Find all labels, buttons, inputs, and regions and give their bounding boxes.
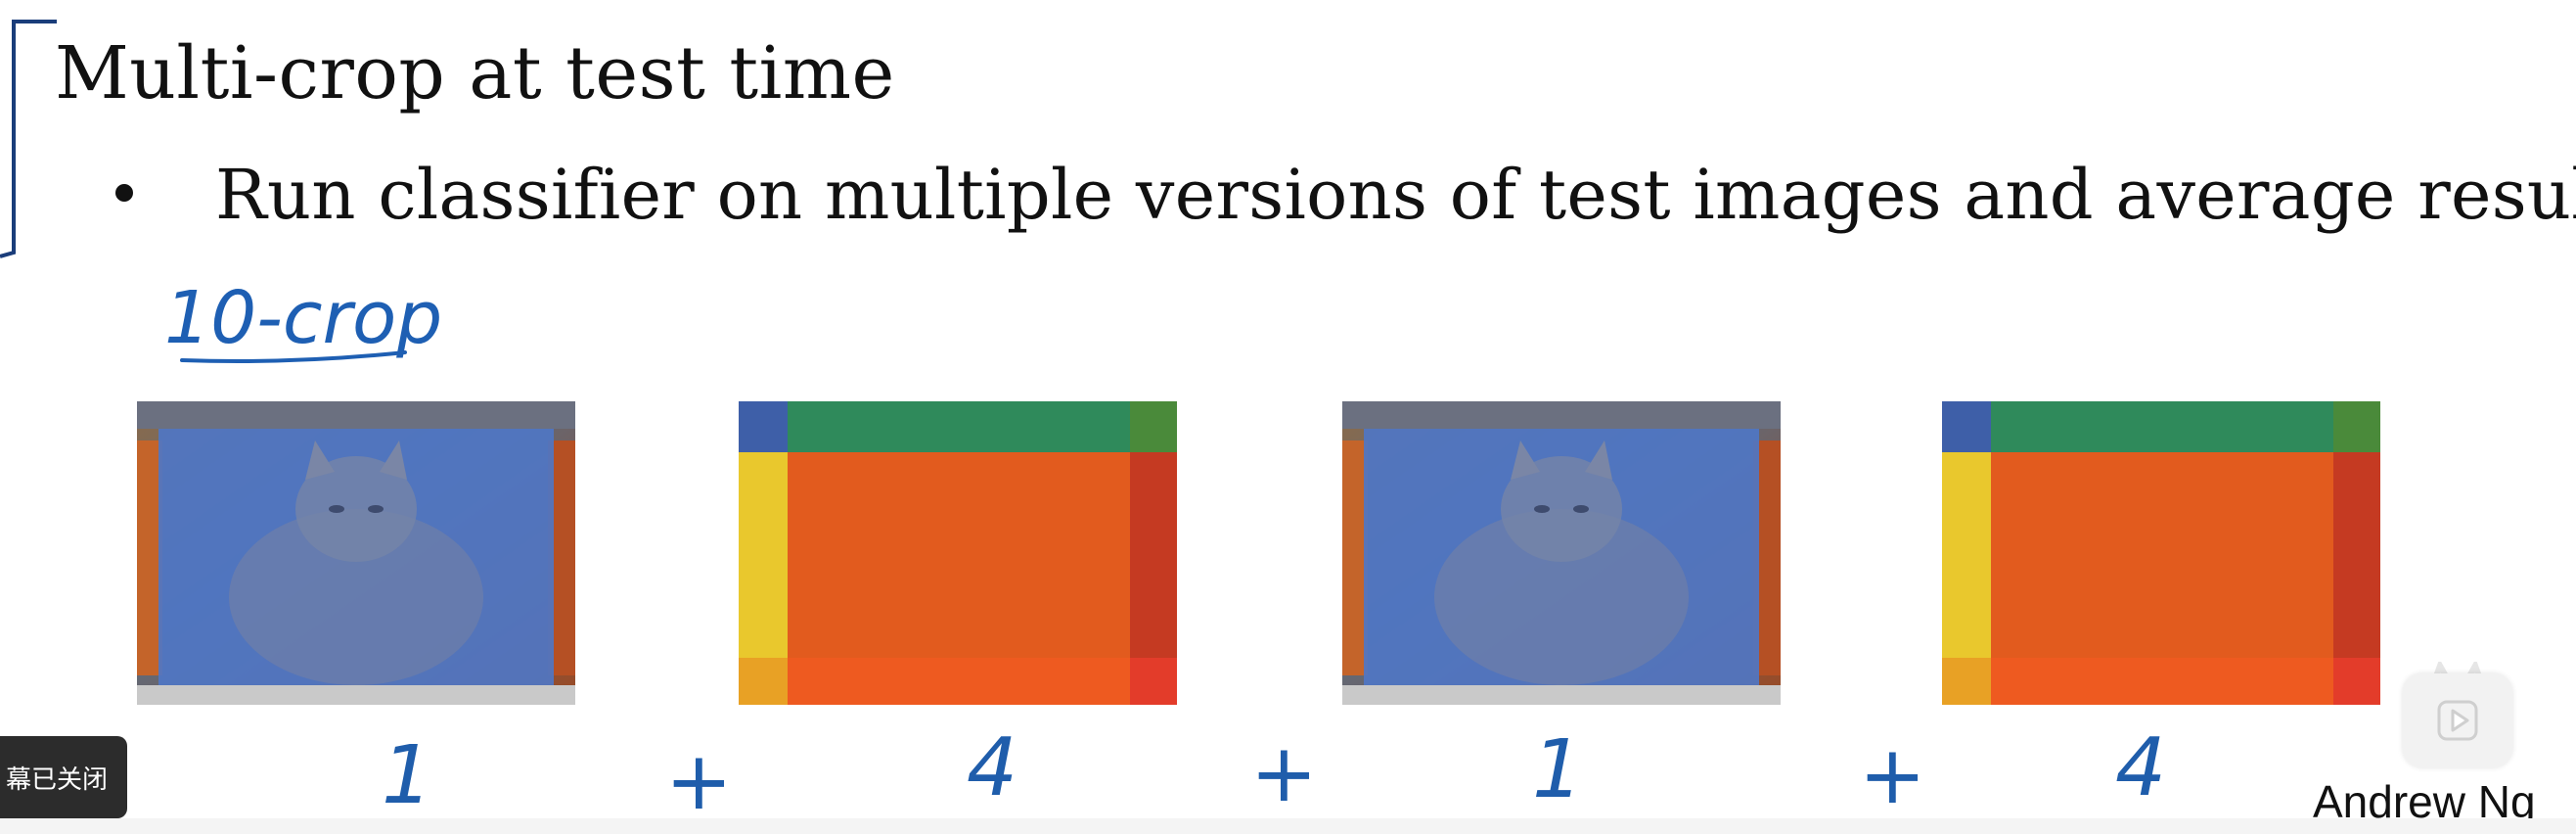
bullet-marker <box>115 184 133 202</box>
bullet-text: Run classifier on multiple versions of t… <box>215 155 2576 235</box>
corner-crops-image <box>739 401 1177 705</box>
cat-image-center-crop <box>137 401 575 705</box>
annotation-text: 10-crop <box>164 276 442 360</box>
term-count-1: 1 <box>382 729 433 822</box>
term-count-3: 1 <box>1532 723 1584 816</box>
plus-operator-3: + <box>1859 729 1926 822</box>
plus-operator-1: + <box>665 735 733 828</box>
plus-operator-2: + <box>1250 727 1318 820</box>
player-bottom-bar <box>0 818 2576 834</box>
term-count-4: 4 <box>2115 721 2167 814</box>
term-count-2: 4 <box>967 721 1018 814</box>
slide-bracket <box>0 20 57 258</box>
slide-title: Multi-crop at test time <box>55 31 895 116</box>
cat-image-center-crop-flipped <box>1342 401 1781 705</box>
subtitle-toggle-label: 幕已关闭 <box>5 764 108 795</box>
handwritten-annotation: 10-crop <box>164 276 442 363</box>
subtitle-toggle-button[interactable]: 幕已关闭 <box>0 736 127 818</box>
corner-crops-image-flipped <box>1942 401 2380 705</box>
play-icon <box>2437 700 2478 741</box>
play-button[interactable] <box>2403 673 2512 767</box>
